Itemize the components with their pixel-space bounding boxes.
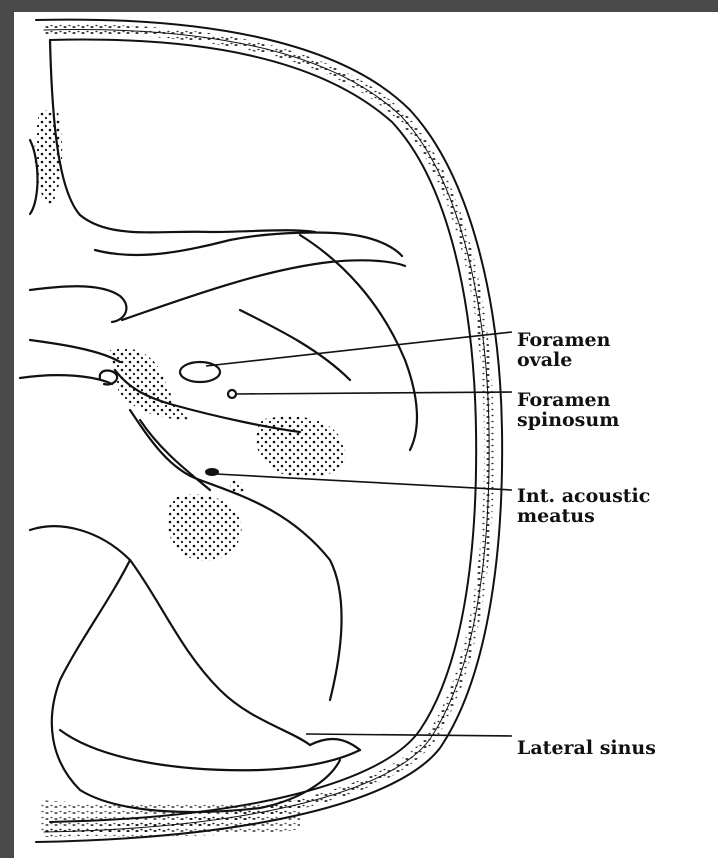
posterior-fossa [30, 526, 310, 745]
leader-lateral-sinus [306, 734, 512, 736]
diagram-frame: Foramen ovale Foramen spinosum Int. acou… [14, 12, 718, 858]
leader-foramen-spinosum [236, 392, 512, 394]
label-int-acoustic-meatus-line1: Int. acoustic [517, 486, 650, 506]
anterior-fossa-outline [50, 40, 315, 232]
meatus-stipple [168, 495, 241, 562]
label-lateral-sinus-line1: Lateral sinus [517, 738, 656, 758]
label-foramen-ovale-line1: Foramen [517, 330, 610, 350]
leader-foramen-ovale [206, 332, 512, 366]
label-int-acoustic-meatus-line2: meatus [517, 506, 650, 526]
label-foramen-spinosum-line1: Foramen [517, 390, 619, 410]
lateral-sinus-groove [60, 730, 360, 770]
clinoid-stipple [110, 348, 190, 420]
leader-int-acoustic-meatus [216, 474, 512, 490]
foramen-spinosum-shape [228, 390, 236, 398]
lesser-wing [95, 233, 402, 256]
skull-base-drawing [14, 12, 718, 858]
label-lateral-sinus: Lateral sinus [517, 738, 656, 758]
petrous-stipple [257, 416, 346, 477]
label-foramen-spinosum: Foramen spinosum [517, 390, 619, 430]
label-foramen-ovale-line2: ovale [517, 350, 610, 370]
label-foramen-ovale: Foramen ovale [517, 330, 610, 370]
crista-galli-stipple [35, 110, 63, 208]
label-foramen-spinosum-line2: spinosum [517, 410, 619, 430]
label-int-acoustic-meatus: Int. acoustic meatus [517, 486, 650, 526]
